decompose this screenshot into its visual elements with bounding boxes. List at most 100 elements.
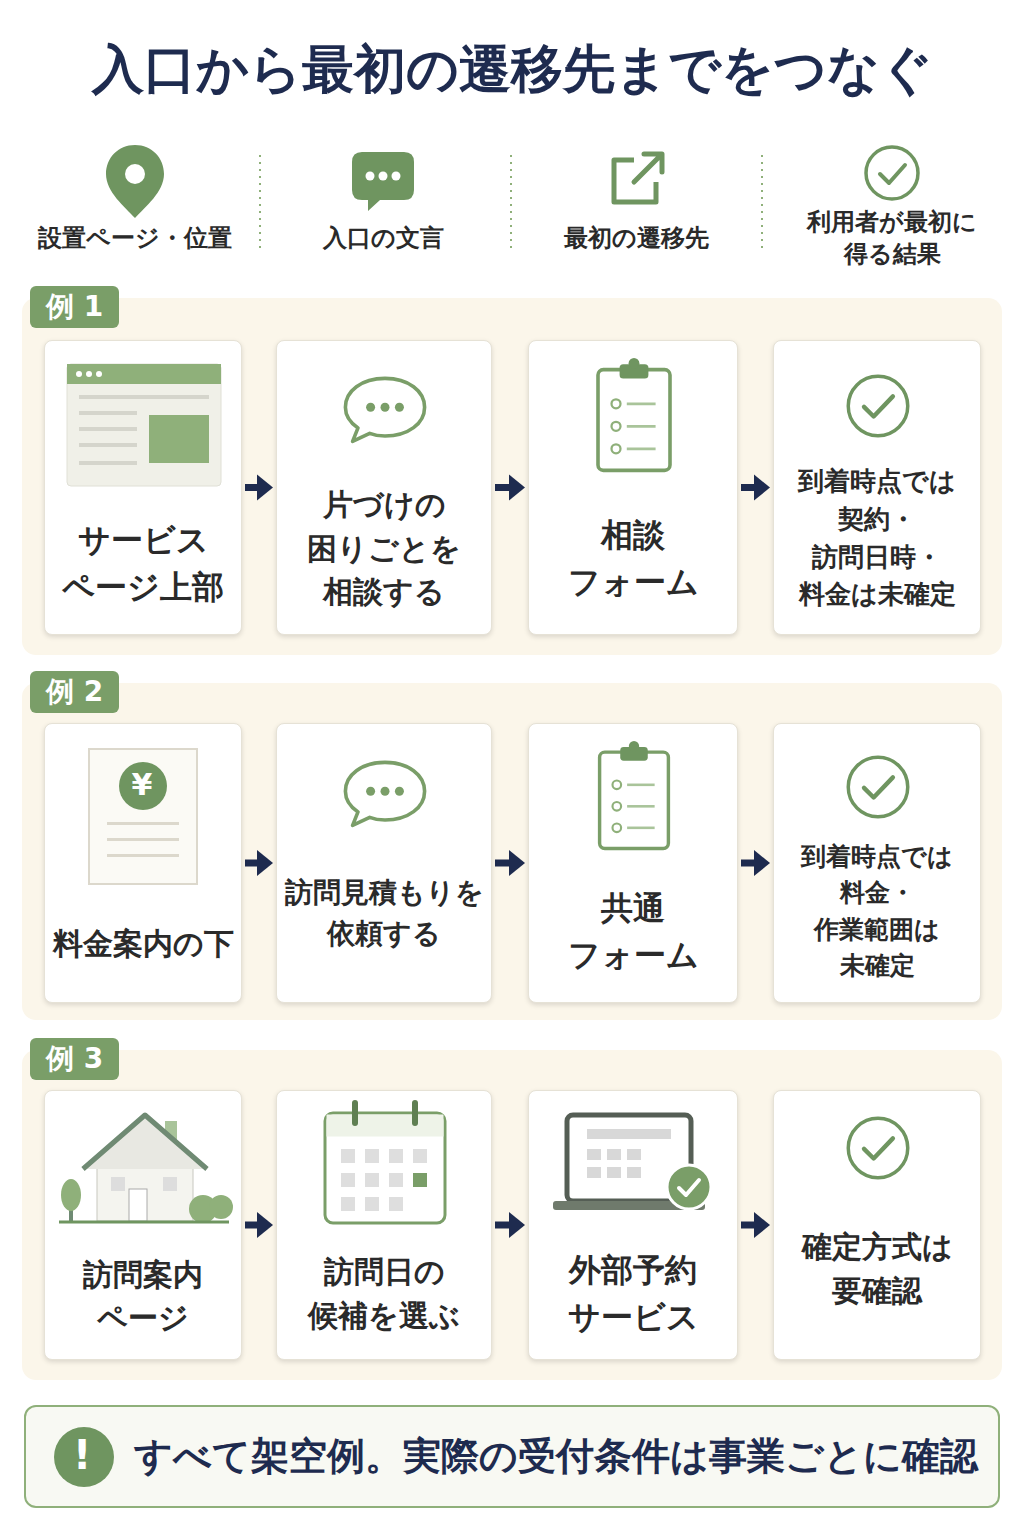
step-box: 共通 フォーム	[528, 723, 738, 1003]
check-icon	[774, 1091, 981, 1186]
arrow-shaft	[495, 860, 511, 867]
icon-shape	[149, 415, 209, 463]
step-text: 訪問日の 候補を選ぶ	[283, 1250, 485, 1337]
icon-shape	[325, 1113, 445, 1223]
icon-shape	[352, 1103, 358, 1123]
icon-shape	[67, 364, 221, 486]
icon-shape	[510, 155, 512, 252]
example-band: 例 3 訪問案内 ページ 訪問日の 候補を選ぶ 外部予約 サービス 確定方式は …	[22, 1050, 1002, 1380]
icon-shape	[79, 461, 137, 465]
arrow-shaft	[741, 860, 756, 867]
example-band: 例 2 料金案内の下 訪問見積もりを 依頼する 共通 フォーム 到着時点では 料…	[22, 683, 1002, 1020]
icon-shape	[341, 1149, 355, 1163]
icon-glyph: ¥	[120, 770, 164, 800]
flow-arrow	[245, 850, 273, 876]
step-box: 到着時点では 契約・訪問日時・ 料金は未確定	[773, 340, 981, 635]
icon-shape	[848, 376, 908, 436]
step-text: サービス ページ上部	[51, 517, 235, 610]
icon-shape	[86, 371, 92, 377]
icon-shape	[365, 1173, 379, 1187]
text-area: 確定方式は 要確認	[774, 1186, 980, 1359]
flow-arrow	[495, 1212, 525, 1238]
icon-shape	[107, 822, 179, 825]
icon-shape	[412, 1103, 418, 1123]
icon-shape	[79, 427, 137, 431]
icon-shape	[366, 172, 375, 181]
step-box: 訪問日の 候補を選ぶ	[276, 1090, 492, 1360]
step-text: 片づけの 困りごとを 相談する	[283, 483, 485, 614]
clipboard-icon	[529, 341, 738, 491]
icon-shape	[389, 1197, 403, 1211]
icon-shape	[587, 1167, 601, 1178]
arrow-shaft	[495, 1222, 511, 1229]
arrow-head	[257, 1212, 273, 1238]
text-area: 到着時点では 料金・作業範囲は 未確定	[774, 829, 980, 1002]
icon-shape	[600, 741, 669, 849]
icon-shape	[413, 1173, 427, 1187]
text-area: 料金案内の下	[45, 894, 241, 1002]
icon-shape	[848, 757, 908, 817]
check-icon	[774, 341, 981, 451]
flow-arrow	[741, 475, 770, 501]
step-box: サービス ページ上部	[44, 340, 242, 635]
icon-shape	[89, 749, 197, 884]
icon-shape	[392, 172, 401, 181]
browser-icon	[45, 341, 242, 501]
arrow-head	[754, 1212, 770, 1238]
icon-shape	[679, 1180, 699, 1195]
column-header: 利用者が最初に 得る結果	[792, 206, 992, 271]
icon-shape	[352, 152, 414, 211]
icon-shape	[209, 1195, 233, 1219]
icon-shape	[67, 364, 221, 384]
arrow-head	[257, 475, 273, 501]
icon-shape	[79, 411, 137, 415]
step-text: 到着時点では 契約・訪問日時・ 料金は未確定	[780, 463, 974, 614]
step-box: 片づけの 困りごとを 相談する	[276, 340, 492, 635]
icon-shape	[54, 1427, 114, 1487]
icon-shape	[59, 1221, 229, 1224]
icon-shape	[61, 1179, 81, 1211]
example-tab: 例 3	[30, 1038, 119, 1080]
arrow-shaft	[245, 860, 259, 867]
step-text: 到着時点では 料金・作業範囲は 未確定	[780, 839, 974, 984]
arrow-head	[509, 475, 525, 501]
icon-shape	[607, 1149, 621, 1160]
icon-shape	[79, 395, 209, 399]
icon-shape	[107, 838, 179, 841]
step-box: 外部予約 サービス	[528, 1090, 738, 1360]
icon-shape	[106, 145, 164, 218]
notice-box: すべて架空例。実際の受付条件は事業ごとに確認	[24, 1405, 1000, 1508]
arrow-shaft	[741, 484, 756, 491]
example-tab: 例 2	[30, 671, 119, 713]
step-box: 料金案内の下	[44, 723, 242, 1003]
step-box: 確定方式は 要確認	[773, 1090, 981, 1360]
text-area: 片づけの 困りごとを 相談する	[277, 471, 491, 634]
text-area: 外部予約 サービス	[529, 1236, 737, 1359]
column-header: 最初の遷移先	[516, 222, 756, 254]
icon-shape	[598, 358, 670, 471]
text-area: 相談 フォーム	[529, 491, 737, 634]
arrow-head	[754, 475, 770, 501]
icon-shape	[79, 443, 137, 447]
step-text: 訪問見積もりを 依頼する	[283, 873, 485, 954]
icon-shape	[345, 378, 424, 441]
laptop-icon	[529, 1091, 738, 1236]
icon-shape	[634, 154, 662, 182]
step-box: 訪問見積もりを 依頼する	[276, 723, 492, 1003]
flow-arrow	[741, 1212, 770, 1238]
icon-shape	[96, 371, 102, 377]
flow-arrow	[245, 1212, 273, 1238]
icon-shape	[365, 1149, 379, 1163]
diagram-title: 入口から最初の遷移先までをつなぐ	[0, 38, 1024, 100]
arrow-head	[257, 850, 273, 876]
icon-shape	[880, 165, 905, 183]
icon-shape	[389, 1173, 403, 1187]
arrow-shaft	[741, 1222, 756, 1229]
icon-shape	[125, 164, 145, 184]
icon-shape	[627, 1167, 641, 1178]
arrow-shaft	[495, 484, 511, 491]
icon-shape	[866, 147, 918, 199]
icon-shape	[389, 1149, 403, 1163]
icon-shape	[129, 1189, 147, 1221]
icon-shape	[607, 1167, 621, 1178]
